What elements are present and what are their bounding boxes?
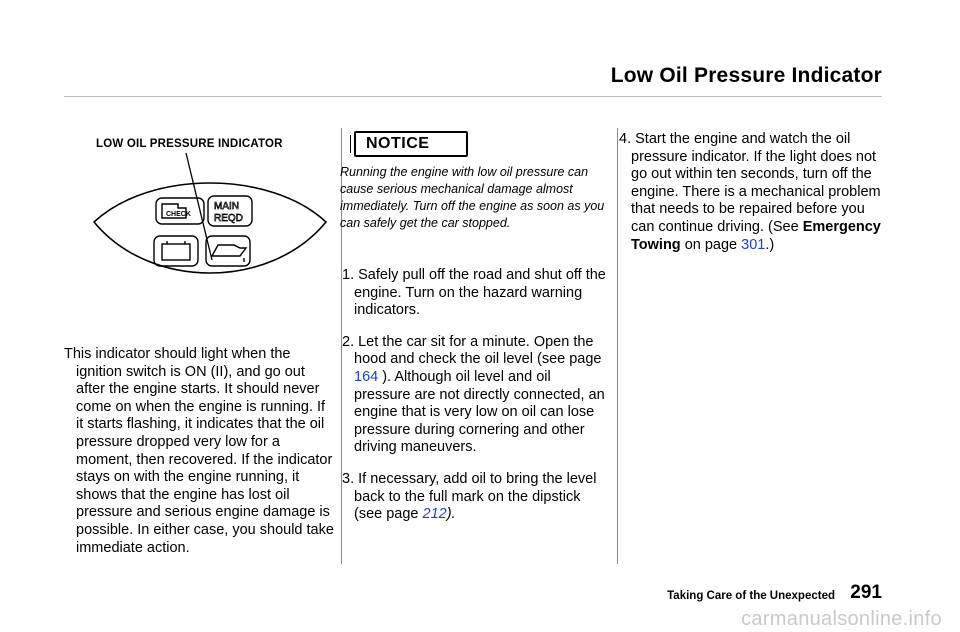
main-text: MAIN — [214, 201, 239, 212]
check-engine-text: CHECK — [166, 211, 191, 218]
step-2-text-b: ). Although oil level and oil pressure a… — [354, 368, 605, 456]
step-1: 1. Safely pull off the road and shut off… — [342, 267, 606, 319]
step-3-text-a: 3. If necessary, add oil to bring the le… — [342, 470, 597, 523]
oil-can-icon — [205, 235, 251, 267]
page-301-link[interactable]: 301 — [741, 236, 766, 253]
footer-section-label: Taking Care of the Unexpected — [667, 590, 835, 602]
indicator-description: This indicator should light when the ign… — [64, 346, 334, 556]
step-3: 3. If necessary, add oil to bring the le… — [342, 471, 610, 524]
step-4-text-b: on page — [680, 236, 742, 253]
step-3-text-b: ). — [446, 506, 456, 523]
battery-charge-icon — [153, 235, 199, 267]
figure-label: LOW OIL PRESSURE INDICATOR — [96, 138, 283, 150]
gauge-panel-outline — [92, 182, 328, 274]
right-column-steps: 4. Start the engine and watch the oil pr… — [619, 131, 887, 254]
left-column-paragraph: This indicator should light when the ign… — [64, 346, 334, 557]
emergency-towing-ref: Emergency Towing — [631, 218, 881, 253]
middle-column-steps: 1. Safely pull off the road and shut off… — [342, 267, 610, 524]
step-4: 4. Start the engine and watch the oil pr… — [619, 131, 887, 254]
notice-text: Running the engine with low oil pressure… — [340, 165, 605, 230]
maintenance-required-lamp — [207, 195, 253, 227]
step-4-text-c: .) — [765, 236, 775, 253]
page-164-link[interactable]: 164 — [354, 368, 379, 385]
page-212-link[interactable]: 212 — [422, 506, 447, 523]
page-title: Low Oil Pressure Indicator — [610, 64, 882, 87]
indicator-pointer-line — [185, 152, 213, 261]
step-2: 2. Let the car sit for a minute. Open th… — [342, 334, 610, 457]
check-engine-lamp — [155, 197, 205, 225]
step-4-text-a: 4. Start the engine and watch the oil pr… — [619, 131, 881, 235]
page-number: 291 — [850, 582, 882, 603]
header-divider — [64, 96, 882, 97]
step-2-text-a: 2. Let the car sit for a minute. Open th… — [342, 333, 602, 368]
instrument-cluster-illustration: CHECK MAIN REQD — [92, 152, 328, 274]
notice-label: NOTICE — [366, 135, 430, 152]
column-divider-right — [617, 128, 618, 564]
notice-box: NOTICE — [350, 131, 468, 157]
reqd-text: REQD — [214, 213, 243, 224]
column-divider-left — [341, 128, 342, 564]
watermark: carmanualsonline.info — [741, 608, 942, 630]
